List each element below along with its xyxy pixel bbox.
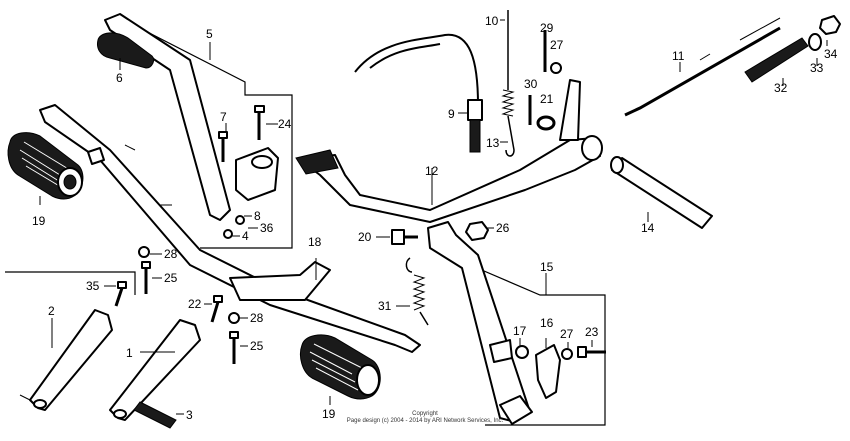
assembly-box-5 bbox=[119, 17, 293, 249]
nut-34 bbox=[819, 15, 841, 35]
callout-22: 22 bbox=[188, 297, 202, 311]
footpeg-rubber-left bbox=[7, 132, 84, 200]
callout-2: 2 bbox=[48, 304, 55, 318]
callout-23: 23 bbox=[585, 325, 599, 339]
callout-1: 1 bbox=[126, 346, 133, 360]
callout-8: 8 bbox=[254, 209, 261, 223]
callout-14: 14 bbox=[641, 221, 655, 235]
callout-9: 9 bbox=[448, 107, 455, 121]
spring-3 bbox=[133, 401, 177, 429]
spring-31 bbox=[405, 257, 429, 326]
callout-12: 12 bbox=[425, 164, 439, 178]
callout-28-lower: 28 bbox=[250, 311, 264, 325]
bolt-20 bbox=[391, 229, 418, 245]
pedal-arm-2 bbox=[19, 309, 113, 411]
side-stand bbox=[427, 221, 533, 425]
bolt-25a bbox=[141, 261, 151, 294]
callout-20: 20 bbox=[358, 230, 372, 244]
assembly-box-lower-left bbox=[5, 271, 136, 295]
callout-3: 3 bbox=[186, 408, 193, 422]
callout-25-lower: 25 bbox=[250, 339, 264, 353]
switch-cable bbox=[354, 33, 483, 153]
kick-lever bbox=[97, 13, 279, 221]
bracket-16 bbox=[535, 344, 561, 399]
bolt-25b bbox=[229, 331, 239, 364]
callout-33: 33 bbox=[810, 61, 824, 75]
bolt-23 bbox=[577, 346, 606, 358]
footpeg-rubber-right bbox=[299, 334, 381, 400]
nut-33 bbox=[808, 33, 822, 51]
washer-27a bbox=[550, 62, 562, 74]
spring-10-13 bbox=[501, 10, 515, 157]
callout-19-right: 19 bbox=[322, 407, 336, 421]
washer-21 bbox=[536, 115, 556, 131]
callout-25-upper: 25 bbox=[164, 271, 178, 285]
callout-35: 35 bbox=[86, 279, 100, 293]
callout-17: 17 bbox=[513, 324, 527, 338]
brake-rod-11 bbox=[624, 17, 781, 117]
bolt-35 bbox=[114, 281, 127, 307]
callout-26: 26 bbox=[496, 221, 510, 235]
pivot-shaft-14 bbox=[610, 156, 713, 229]
callout-7: 7 bbox=[220, 110, 227, 124]
callout-10: 10 bbox=[485, 14, 499, 28]
main-step-bar bbox=[39, 104, 421, 353]
callout-11: 11 bbox=[672, 49, 685, 63]
callout-27-lower: 27 bbox=[560, 327, 574, 341]
washer-28b bbox=[228, 312, 240, 324]
assembly-box-15 bbox=[469, 264, 606, 426]
callout-34: 34 bbox=[824, 47, 838, 61]
callout-36: 36 bbox=[260, 221, 274, 235]
callout-15: 15 bbox=[540, 260, 554, 274]
callout-32: 32 bbox=[774, 81, 788, 95]
washer-27b bbox=[561, 348, 573, 360]
brake-pedal-bar bbox=[295, 79, 603, 223]
spring-32 bbox=[744, 37, 809, 83]
pin-17 bbox=[515, 345, 529, 359]
callout-30: 30 bbox=[524, 77, 538, 91]
callout-16: 16 bbox=[540, 316, 554, 330]
callout-28-upper: 28 bbox=[164, 247, 178, 261]
callout-29: 29 bbox=[540, 21, 554, 35]
washer-8 bbox=[235, 215, 245, 225]
callout-5: 5 bbox=[206, 27, 213, 41]
callout-6: 6 bbox=[116, 71, 123, 85]
callout-31: 31 bbox=[378, 299, 392, 313]
callout-27-upper: 27 bbox=[550, 38, 564, 52]
callout-labels: 1 2 3 4 5 6 7 8 9 10 11 12 13 14 15 16 1… bbox=[32, 14, 838, 422]
callout-24: 24 bbox=[278, 117, 292, 131]
callout-21: 21 bbox=[540, 92, 554, 106]
callout-4: 4 bbox=[242, 229, 249, 243]
bolt-7 bbox=[218, 131, 228, 162]
leader-lines bbox=[39, 19, 828, 415]
callout-19-left: 19 bbox=[32, 214, 46, 228]
copyright-line-1: Copyright bbox=[412, 411, 438, 417]
bolt-22 bbox=[210, 295, 223, 323]
nut-4 bbox=[223, 229, 233, 239]
callout-18: 18 bbox=[308, 235, 322, 249]
bolt-24 bbox=[254, 105, 265, 140]
pedal-arm-1 bbox=[109, 319, 201, 421]
washer-28a bbox=[138, 246, 150, 258]
copyright-line-2: Page design (c) 2004 - 2014 by ARI Netwo… bbox=[347, 418, 504, 424]
nut-26 bbox=[465, 221, 489, 241]
callout-13: 13 bbox=[486, 136, 500, 150]
